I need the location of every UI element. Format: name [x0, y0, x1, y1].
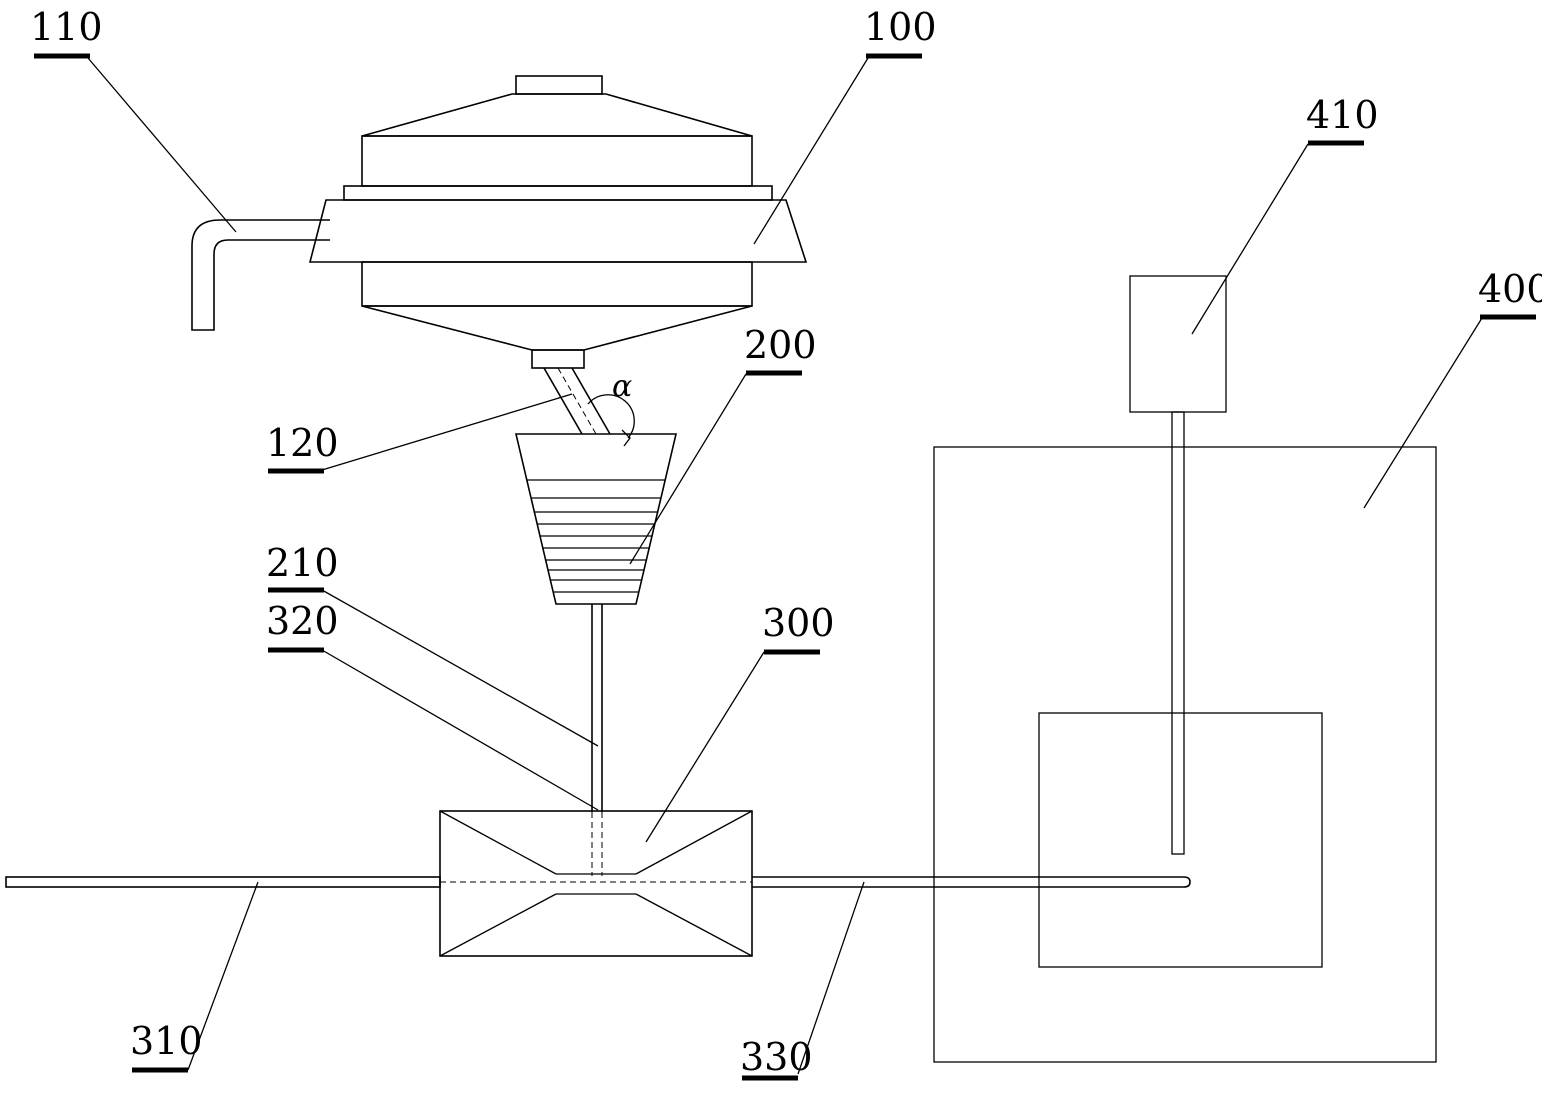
- chute-centerline: [557, 367, 597, 435]
- label-400: 400: [1478, 267, 1542, 311]
- angle-arrow: [621, 429, 631, 447]
- leader-210: [321, 589, 599, 747]
- separator-lower-body: [361, 261, 753, 307]
- leader-400: [1363, 317, 1483, 509]
- label-210: 210: [266, 541, 339, 585]
- label-410: 410: [1306, 93, 1379, 137]
- venturi-300: [439, 810, 753, 957]
- leader-lines: [87, 57, 1483, 1075]
- mixer-layers: [526, 479, 666, 593]
- leader-100: [753, 57, 869, 245]
- separator-upper-body: [361, 135, 753, 187]
- pipe-310: [5, 876, 441, 888]
- inlet-pipe-110: [191, 219, 330, 331]
- angle-label: α: [612, 369, 632, 404]
- separator-top-cone: [361, 93, 753, 137]
- pipe-330: [752, 876, 1191, 888]
- venturi-line-4: [635, 893, 753, 957]
- label-310: 310: [130, 1019, 203, 1063]
- separator-100: [308, 75, 808, 369]
- leader-410: [1191, 143, 1309, 335]
- chute-120: [543, 367, 635, 447]
- leader-300: [645, 651, 765, 843]
- leader-310: [187, 881, 259, 1071]
- venturi-line-1: [439, 810, 557, 875]
- label-120: 120: [266, 421, 339, 465]
- probe-410: [1129, 275, 1227, 855]
- inlet-pipe-body: [191, 219, 330, 331]
- tank-outer: [933, 446, 1437, 1063]
- angle-arc: [587, 394, 635, 439]
- tank-inner: [1038, 712, 1323, 968]
- reference-labels: 110 100 410 400 200 120 210 320 300 310 …: [30, 5, 1542, 1081]
- leader-320: [321, 649, 599, 811]
- separator-bottom-cone: [361, 305, 753, 351]
- tank-400: [933, 446, 1437, 1063]
- separator-outlet: [531, 349, 585, 369]
- leader-200: [629, 373, 747, 565]
- chute-wall-left: [543, 367, 583, 435]
- label-110: 110: [30, 5, 103, 49]
- separator-skirt: [308, 199, 808, 263]
- pipe-330-body: [752, 876, 1191, 888]
- pipe-310-body: [5, 876, 441, 888]
- leader-110: [87, 57, 237, 233]
- label-320: 320: [266, 599, 339, 643]
- venturi-line-2: [635, 810, 753, 875]
- label-200: 200: [744, 323, 817, 367]
- label-100: 100: [864, 5, 937, 49]
- leader-330: [797, 881, 865, 1075]
- label-300: 300: [762, 601, 835, 645]
- venturi-line-3: [439, 893, 557, 957]
- venturi-box: [439, 810, 753, 957]
- leader-120: [321, 393, 573, 471]
- probe-rod: [1171, 411, 1185, 855]
- label-330: 330: [740, 1035, 813, 1079]
- mixer-200: [514, 433, 678, 605]
- separator-top-cap: [515, 75, 603, 95]
- mixer-body: [514, 433, 678, 605]
- probe-head: [1129, 275, 1227, 413]
- separator-flange: [343, 185, 773, 201]
- feed-pipe-210: [591, 604, 603, 876]
